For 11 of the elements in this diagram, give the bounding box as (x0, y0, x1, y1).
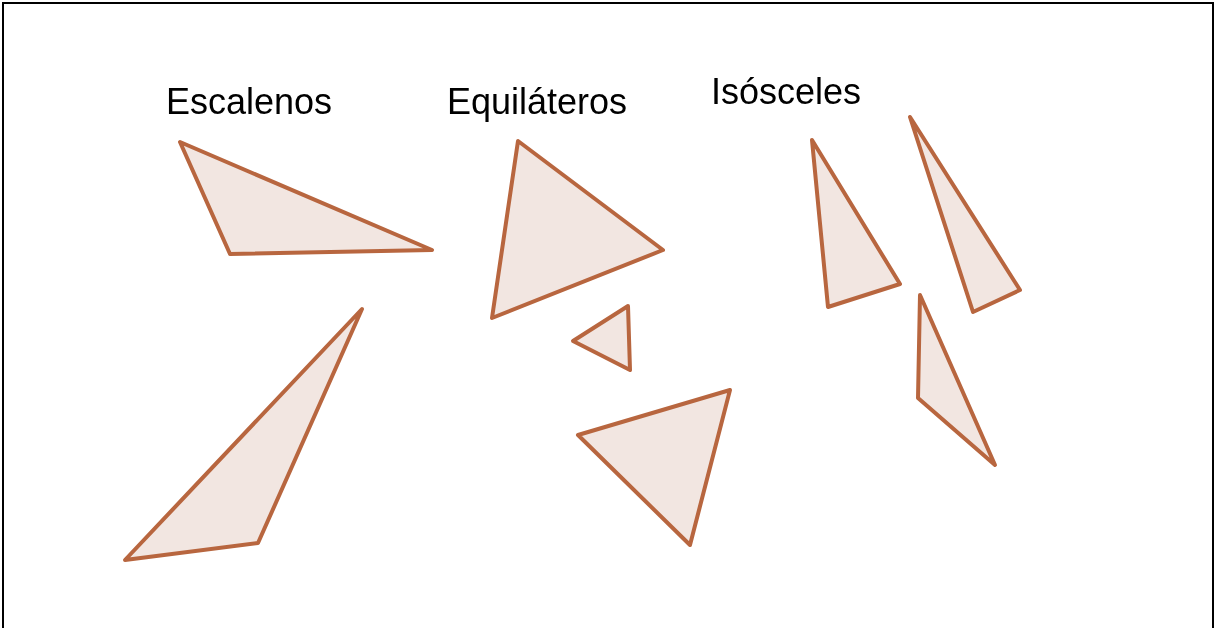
category-label: Equiláteros (447, 80, 628, 124)
triangle (576, 388, 732, 547)
triangle (123, 307, 364, 562)
triangle (916, 293, 997, 467)
triangle (571, 304, 632, 372)
category-label: Escalenos (166, 80, 333, 124)
triangle (908, 115, 1022, 314)
category-label: Isósceles (711, 70, 862, 114)
triangle (490, 139, 665, 320)
triangle (810, 138, 902, 309)
triangle (178, 140, 434, 256)
